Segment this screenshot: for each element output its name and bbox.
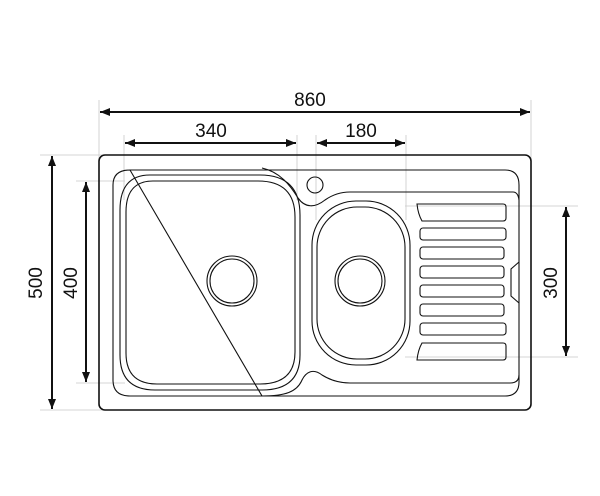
drainboard-rib: [416, 342, 507, 361]
dimension-overall-depth: 500: [26, 156, 56, 409]
dimension-main-bowl-depth: 400: [61, 182, 90, 382]
second-drain: [334, 255, 386, 307]
dimension-second-bowl-width: 180: [317, 121, 405, 147]
overflow-notch: [510, 261, 520, 304]
drainboard-rib: [419, 246, 505, 260]
tap-hole: [306, 176, 324, 194]
dimension-second-bowl-depth: 300: [541, 207, 570, 356]
drainboard: [416, 203, 520, 361]
dimension-label-180: 180: [345, 121, 377, 142]
sink-rim-right: [262, 169, 520, 397]
main-drain: [206, 255, 258, 307]
drainboard-rib: [416, 203, 507, 222]
drainboard-rib: [419, 284, 505, 298]
dimension-label-300: 300: [541, 267, 562, 299]
drainboard-rib: [419, 322, 507, 336]
drainboard-rib: [419, 303, 505, 317]
dimension-label-340: 340: [195, 121, 227, 142]
drainboard-rib: [419, 265, 505, 279]
dimension-overall-width: 860: [100, 90, 530, 116]
second-bowl: [311, 200, 411, 366]
main-bowl: [119, 174, 301, 391]
dimension-label-400: 400: [61, 267, 82, 299]
drainboard-rib: [419, 227, 507, 241]
dimension-label-500: 500: [26, 267, 47, 299]
dimension-label-860: 860: [294, 90, 326, 111]
sink-outer-edge: [98, 154, 532, 411]
sink-rim: [112, 167, 520, 397]
dimension-main-bowl-width: 340: [125, 121, 296, 147]
